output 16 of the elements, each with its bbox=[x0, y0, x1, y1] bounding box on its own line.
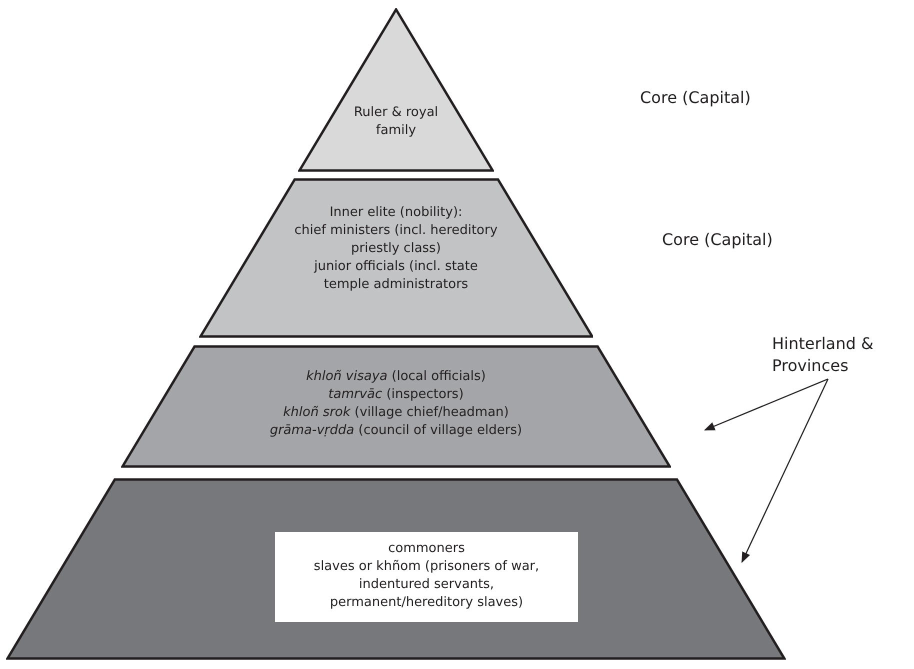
region-label: Core (Capital) bbox=[662, 230, 773, 249]
tier-text: khloñ srok (village chief/headman) bbox=[282, 404, 510, 422]
tier-text: junior officials (incl. state temple administrators bbox=[312, 258, 479, 294]
tier-text: tamrvāc (inspectors) bbox=[327, 386, 465, 404]
tier-text: commoners bbox=[387, 540, 466, 558]
tier-text: Ruler & royal family bbox=[352, 104, 440, 140]
region-label: Core (Capital) bbox=[640, 88, 751, 107]
tier-text: chief ministers (incl. hereditory priestly class) bbox=[293, 222, 499, 258]
region-label: Hinterland & Provinces bbox=[772, 333, 914, 377]
tier-text: grāma-vṛdda (council of village elders) bbox=[268, 422, 524, 440]
text-panel bbox=[274, 532, 578, 622]
tier-text: khloñ visaya (local officials) bbox=[305, 368, 487, 386]
arrow bbox=[741, 378, 829, 563]
tier-text: Inner elite (nobility): bbox=[328, 204, 464, 222]
arrow bbox=[704, 378, 828, 431]
tier-text: slaves or khñom (prisoners of war, indentured servants, permanent/hereditory slaves) bbox=[312, 558, 540, 612]
